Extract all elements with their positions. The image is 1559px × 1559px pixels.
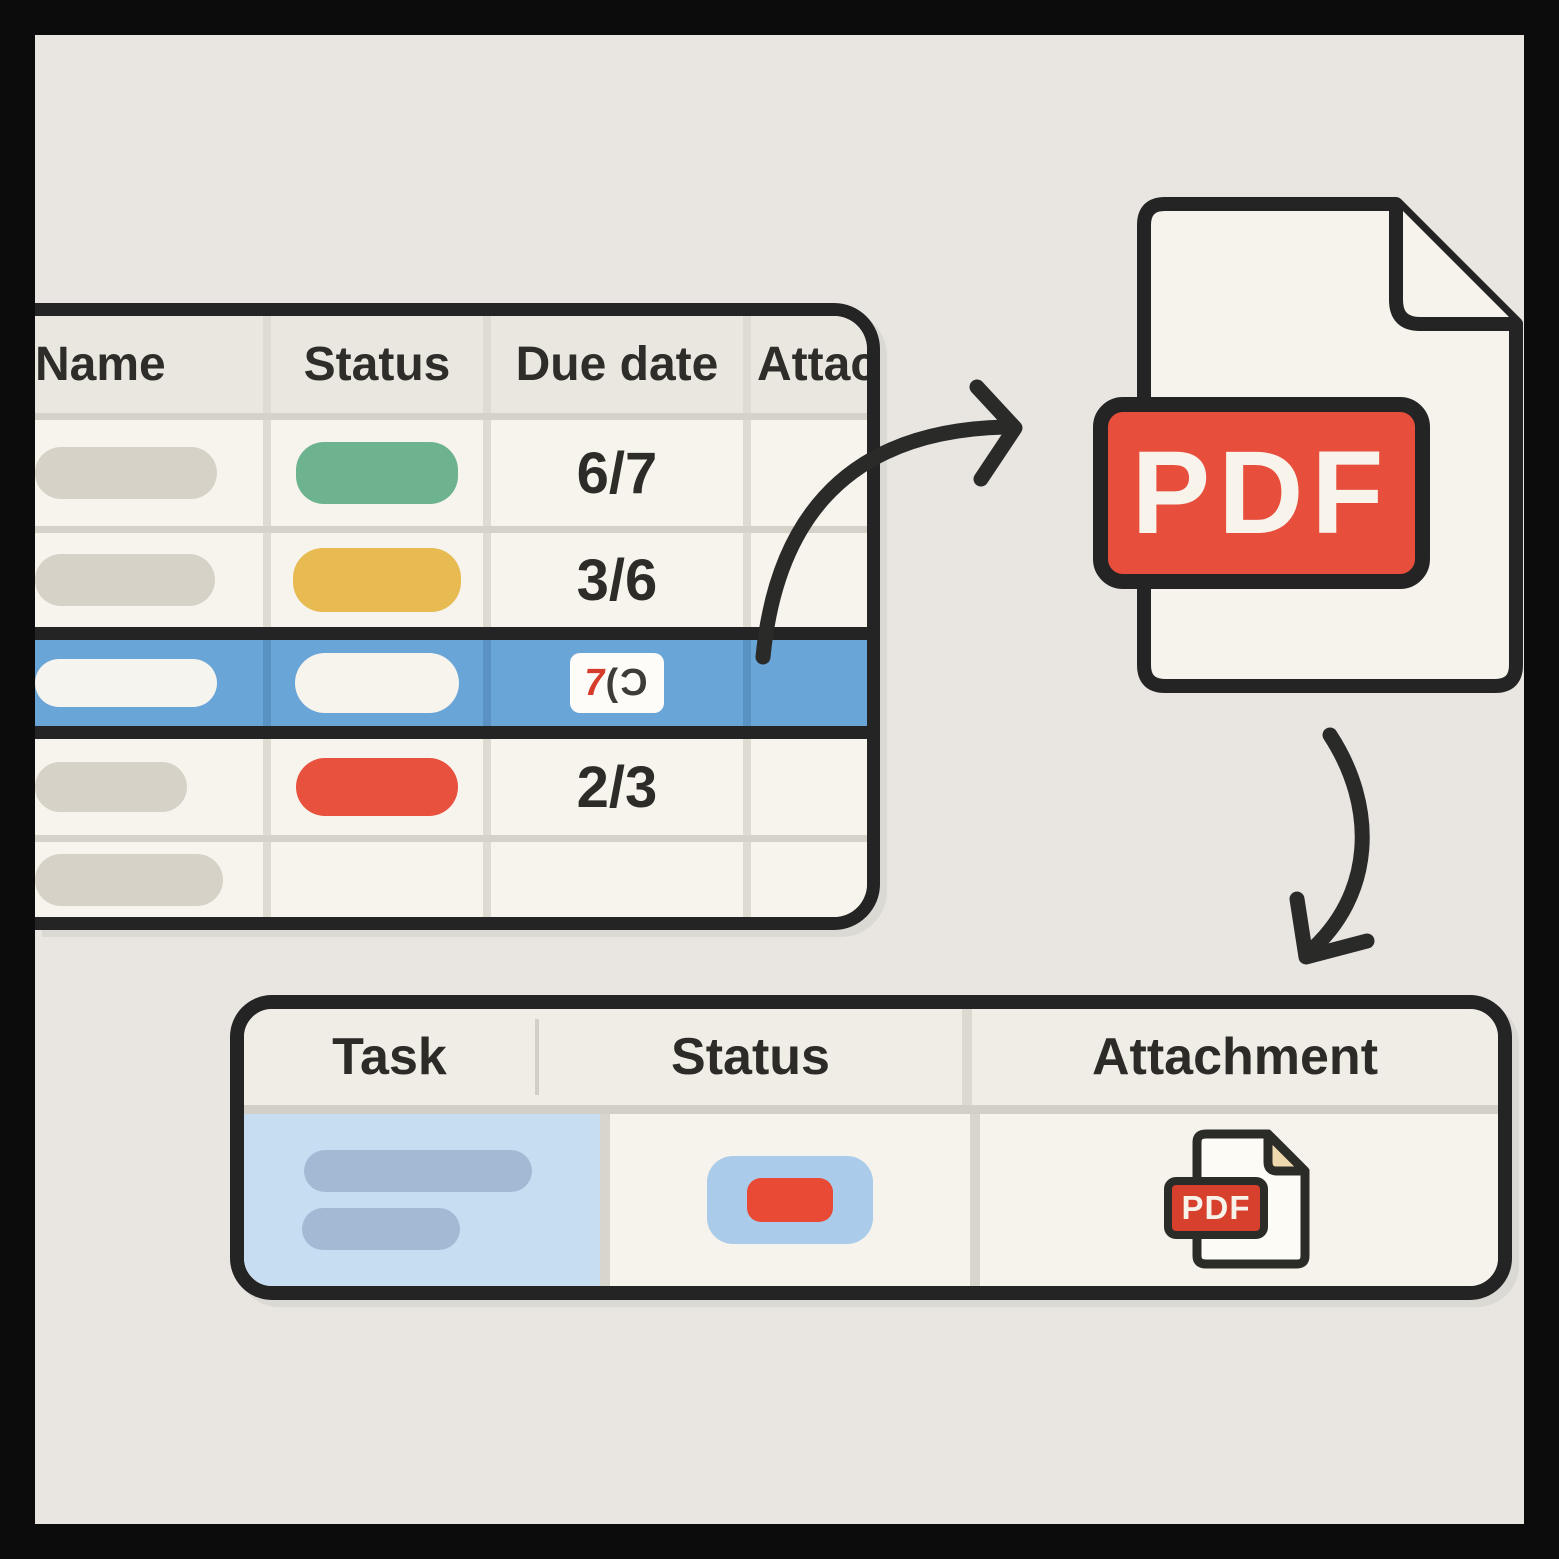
name-cell bbox=[35, 842, 263, 917]
arrow-pdf-to-table-head-icon bbox=[1289, 891, 1375, 965]
table-row: 3/6 bbox=[35, 526, 867, 627]
column-header-attachment: Attachment bbox=[1091, 1028, 1379, 1086]
attachment-cell: PDF bbox=[980, 1114, 1498, 1286]
status-pill-yellow bbox=[293, 548, 461, 612]
arrow-pdf-to-table-icon bbox=[1300, 727, 1370, 961]
attachment-cell bbox=[751, 739, 867, 835]
column-divider bbox=[743, 316, 751, 413]
name-placeholder-pill bbox=[35, 447, 217, 499]
column-divider bbox=[970, 1114, 980, 1286]
illustration-canvas: Name Status Due date Attac 6/7 bbox=[35, 35, 1524, 1524]
highlighted-row[interactable]: 7 (Ɔ bbox=[35, 627, 867, 739]
column-divider bbox=[535, 1019, 539, 1095]
name-cell bbox=[35, 640, 263, 726]
due-date-value: 6/7 bbox=[491, 420, 743, 526]
task-placeholder-pill bbox=[302, 1208, 460, 1250]
date-icon: 7 (Ɔ bbox=[570, 653, 664, 713]
table-row: 6/7 bbox=[35, 413, 867, 526]
status-pill-red bbox=[296, 758, 458, 816]
arrow-row-to-pdf-head-icon bbox=[969, 379, 1023, 487]
column-divider bbox=[962, 1009, 972, 1105]
date-icon-glyph: 7 bbox=[581, 661, 609, 704]
status-pill-green bbox=[296, 442, 458, 504]
table-row: 2/3 bbox=[35, 739, 867, 835]
column-header-due-date: Due date bbox=[491, 316, 743, 413]
header-divider bbox=[244, 1105, 1498, 1114]
column-header-name: Name bbox=[35, 316, 263, 413]
attachment-cell bbox=[751, 420, 867, 526]
due-date-value: 3/6 bbox=[491, 533, 743, 627]
export-table: Task Status Attachment bbox=[230, 995, 1512, 1300]
status-pill-empty bbox=[295, 653, 459, 713]
task-cell-highlighted[interactable] bbox=[244, 1114, 600, 1286]
name-placeholder-pill bbox=[35, 762, 187, 812]
table-row bbox=[35, 835, 867, 917]
status-cell bbox=[610, 1114, 970, 1286]
attachment-cell bbox=[751, 842, 867, 917]
status-cell bbox=[271, 739, 483, 835]
name-cell bbox=[35, 739, 263, 835]
name-placeholder-pill bbox=[35, 659, 217, 707]
status-chip bbox=[707, 1156, 873, 1244]
column-header-status: Status bbox=[671, 1028, 830, 1086]
column-header-status: Status bbox=[271, 316, 483, 413]
name-cell bbox=[35, 533, 263, 627]
column-divider bbox=[600, 1114, 610, 1286]
due-date-value: 2/3 bbox=[491, 739, 743, 835]
tasks-table: Name Status Due date Attac 6/7 bbox=[35, 303, 880, 930]
status-cell bbox=[271, 420, 483, 526]
mini-pdf-label: PDF bbox=[1181, 1189, 1251, 1226]
pdf-badge[interactable]: PDF bbox=[1093, 397, 1430, 589]
table-header-row: Task Status Attachment bbox=[244, 1009, 1498, 1105]
due-date-cell: 7 (Ɔ bbox=[491, 640, 743, 726]
column-divider bbox=[263, 316, 271, 413]
folded-corner-icon bbox=[1263, 1129, 1310, 1176]
status-chip-red bbox=[747, 1178, 833, 1222]
pdf-label: PDF bbox=[1131, 427, 1392, 559]
attachment-cell bbox=[751, 640, 867, 726]
date-icon-glyph: (Ɔ bbox=[605, 661, 650, 704]
table-header-row: Name Status Due date Attac bbox=[35, 316, 867, 413]
name-placeholder-pill bbox=[35, 554, 215, 606]
attachment-pdf-icon[interactable]: PDF bbox=[1164, 1129, 1314, 1271]
column-header-task: Task bbox=[332, 1028, 447, 1086]
column-header-attachment: Attac bbox=[751, 316, 867, 413]
mini-pdf-badge: PDF bbox=[1164, 1177, 1268, 1239]
folded-corner-icon bbox=[1389, 204, 1516, 331]
task-placeholder-pill bbox=[304, 1150, 532, 1192]
attachment-cell bbox=[751, 533, 867, 627]
column-divider bbox=[483, 316, 491, 413]
name-cell bbox=[35, 420, 263, 526]
status-cell bbox=[271, 533, 483, 627]
table-row: PDF bbox=[244, 1114, 1498, 1286]
status-cell bbox=[271, 640, 483, 726]
due-date-cell bbox=[491, 842, 743, 917]
name-placeholder-pill bbox=[35, 853, 223, 906]
status-cell bbox=[271, 842, 483, 917]
